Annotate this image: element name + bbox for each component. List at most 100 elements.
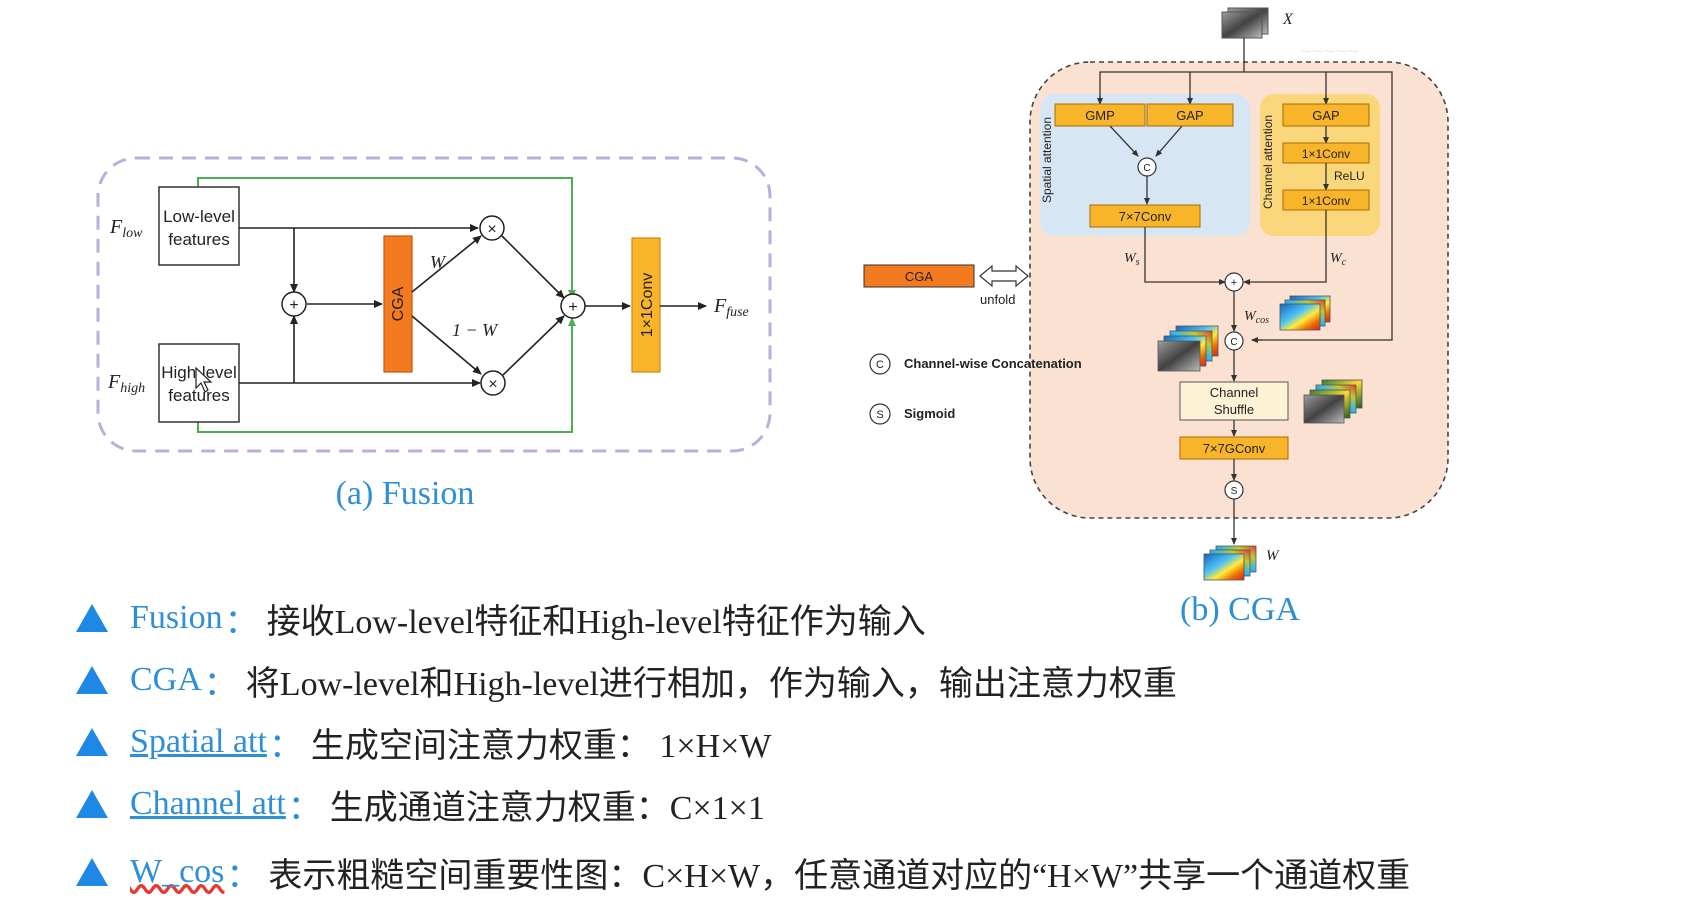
arrow-gmp-concat — [1109, 125, 1139, 157]
watermark-text: ~~~~~ — [1300, 41, 1358, 63]
fusion-diagram: Low-level features High-level features F… — [96, 156, 772, 512]
bullet-key-spatial: Spatial att — [130, 723, 267, 760]
conv1b-label: 1×1Conv — [1302, 194, 1350, 208]
times-circle-bottom — [480, 370, 506, 396]
wcos-label: Wcos — [1244, 309, 1269, 326]
channel-shuffle-line2: Shuffle — [1214, 402, 1254, 417]
concat-symbol-cga: C — [1230, 337, 1237, 348]
f-fuse-label: Ffuse — [713, 295, 749, 320]
arrow-cga-1minusw — [411, 315, 482, 375]
fusion-dashed-frame — [96, 156, 772, 453]
bullet-spatial: Spatial att ： 生成空间注意力权重： 1×H×W — [76, 714, 771, 770]
gap-spatial-label: GAP — [1176, 108, 1203, 123]
bullet-sep-spatial: ： — [268, 727, 303, 765]
legend-c-symbol: C — [876, 359, 884, 371]
low-level-line1: Low-level — [163, 207, 235, 226]
channel-attention-label: Channel attention — [1261, 115, 1275, 209]
legend-cga-label: CGA — [905, 269, 934, 284]
unfold-label: unfold — [980, 292, 1015, 307]
gap-spatial-block — [1146, 103, 1234, 127]
wc-label: Wc — [1330, 251, 1347, 268]
bullet-key-cga: CGA — [130, 661, 202, 698]
bullet-cga: CGA ： 将Low-level和High-level进行相加，作为输入，输出注… — [76, 652, 1177, 708]
times-symbol-bottom: × — [488, 376, 497, 393]
concat-stack-icon — [1157, 325, 1219, 372]
one-minus-w-label: 1 − W — [452, 320, 499, 340]
unfold-double-arrow-icon — [979, 264, 1029, 288]
ws-line — [1144, 227, 1226, 285]
bullet-fusion: Fusion ： 接收Low-level特征和High-level特征作为输入 — [76, 590, 926, 646]
cga-diagram: X ~~~~~ Spatial attention Channel attent… — [863, 7, 1449, 628]
cga-block-label: CGA — [390, 286, 407, 321]
output-heatmap-icon — [1203, 545, 1257, 581]
arrow-cga-w — [411, 235, 482, 293]
channel-shuffle-block — [1179, 381, 1289, 421]
ws-label: Ws — [1124, 251, 1140, 268]
plus-symbol-out: + — [568, 299, 577, 316]
bullet-key-channel: Channel att — [130, 785, 286, 822]
green-skip-high — [197, 317, 576, 433]
input-feature-image-icon — [1221, 7, 1269, 39]
bullet-wcos: W_cos ： 表示粗糙空间重要性图：C×H×W，任意通道对应的“H×W”共享一… — [76, 844, 1410, 900]
wcos-heatmap-icon — [1279, 295, 1331, 331]
sum-symbol-cga: + — [1231, 277, 1237, 289]
gmp-label: GMP — [1085, 108, 1115, 123]
triangle-bullet-icon — [76, 790, 108, 818]
sigmoid-symbol: S — [1231, 486, 1238, 497]
arrow-gap-concat — [1155, 125, 1183, 157]
low-level-features-box — [158, 186, 240, 266]
high-level-line2: features — [168, 386, 229, 405]
legend-cga-block — [863, 264, 975, 288]
bullet-sep-cga: ： — [203, 665, 238, 703]
channel-shuffle-line1: Channel — [1210, 385, 1259, 400]
legend-s-symbol: S — [876, 409, 883, 421]
concat-symbol-spatial: C — [1143, 163, 1150, 174]
triangle-bullet-icon — [76, 858, 108, 886]
input-split-lines — [1099, 38, 1393, 341]
relu-label: ReLU — [1334, 169, 1365, 183]
gap-channel-label: GAP — [1312, 108, 1339, 123]
x-label: X — [1282, 11, 1294, 28]
gmp-block — [1054, 103, 1146, 127]
legend-c-label: Channel-wise Concatenation — [904, 356, 1082, 371]
bullet-sep-channel: ： — [287, 789, 322, 827]
triangle-bullet-icon — [76, 604, 108, 632]
cga-block — [383, 235, 413, 373]
f-high-label: Fhigh — [107, 371, 145, 396]
conv7-label: 7×7Conv — [1119, 209, 1172, 224]
wc-line — [1243, 210, 1327, 285]
gconv-label: 7×7GConv — [1203, 441, 1266, 456]
w-label: W — [430, 252, 447, 272]
legend-s-circle — [869, 403, 891, 425]
bullet-key-fusion: Fusion — [130, 599, 223, 636]
fusion-caption: (a) Fusion — [336, 475, 475, 512]
f-low-label: Flow — [109, 216, 143, 241]
spatial-attention-label: Spatial attention — [1040, 117, 1054, 203]
mouse-cursor-icon — [195, 366, 213, 393]
arrow-bottom-to-sum — [502, 315, 565, 376]
bullet-text-channel: 生成通道注意力权重：C×1×1 — [329, 789, 765, 827]
arrow-top-to-sum — [501, 235, 565, 299]
conv1a-label: 1×1Conv — [1302, 147, 1350, 161]
bullet-text-spatial: 生成空间注意力权重： 1×H×W — [310, 727, 772, 765]
times-symbol-top: × — [487, 221, 496, 238]
bullet-channel: Channel att ： 生成通道注意力权重：C×1×1 — [76, 776, 765, 832]
legend-s-label: Sigmoid — [904, 406, 955, 421]
plus-symbol-in: + — [289, 297, 298, 314]
legend-c-circle — [869, 353, 891, 375]
conv1x1-label: 1×1Conv — [639, 273, 656, 338]
low-level-line2: features — [168, 230, 229, 249]
bullet-sep-wcos: ： — [226, 857, 261, 895]
times-circle-top — [479, 215, 505, 241]
triangle-bullet-icon — [76, 728, 108, 756]
cga-caption: (b) CGA — [1180, 591, 1300, 628]
bullet-text-cga: 将Low-level和High-level进行相加，作为输入，输出注意力权重 — [245, 665, 1177, 703]
bullet-text-wcos: 表示粗糙空间重要性图：C×H×W，任意通道对应的“H×W”共享一个通道权重 — [268, 857, 1411, 895]
bullet-text-fusion: 接收Low-level特征和High-level特征作为输入 — [266, 603, 926, 641]
w-output-label: W — [1266, 548, 1280, 564]
conv1x1-block — [631, 237, 661, 373]
shuffled-stack-icon — [1303, 379, 1363, 424]
bullet-sep-fusion: ： — [224, 603, 259, 641]
green-skip-low — [197, 177, 576, 299]
